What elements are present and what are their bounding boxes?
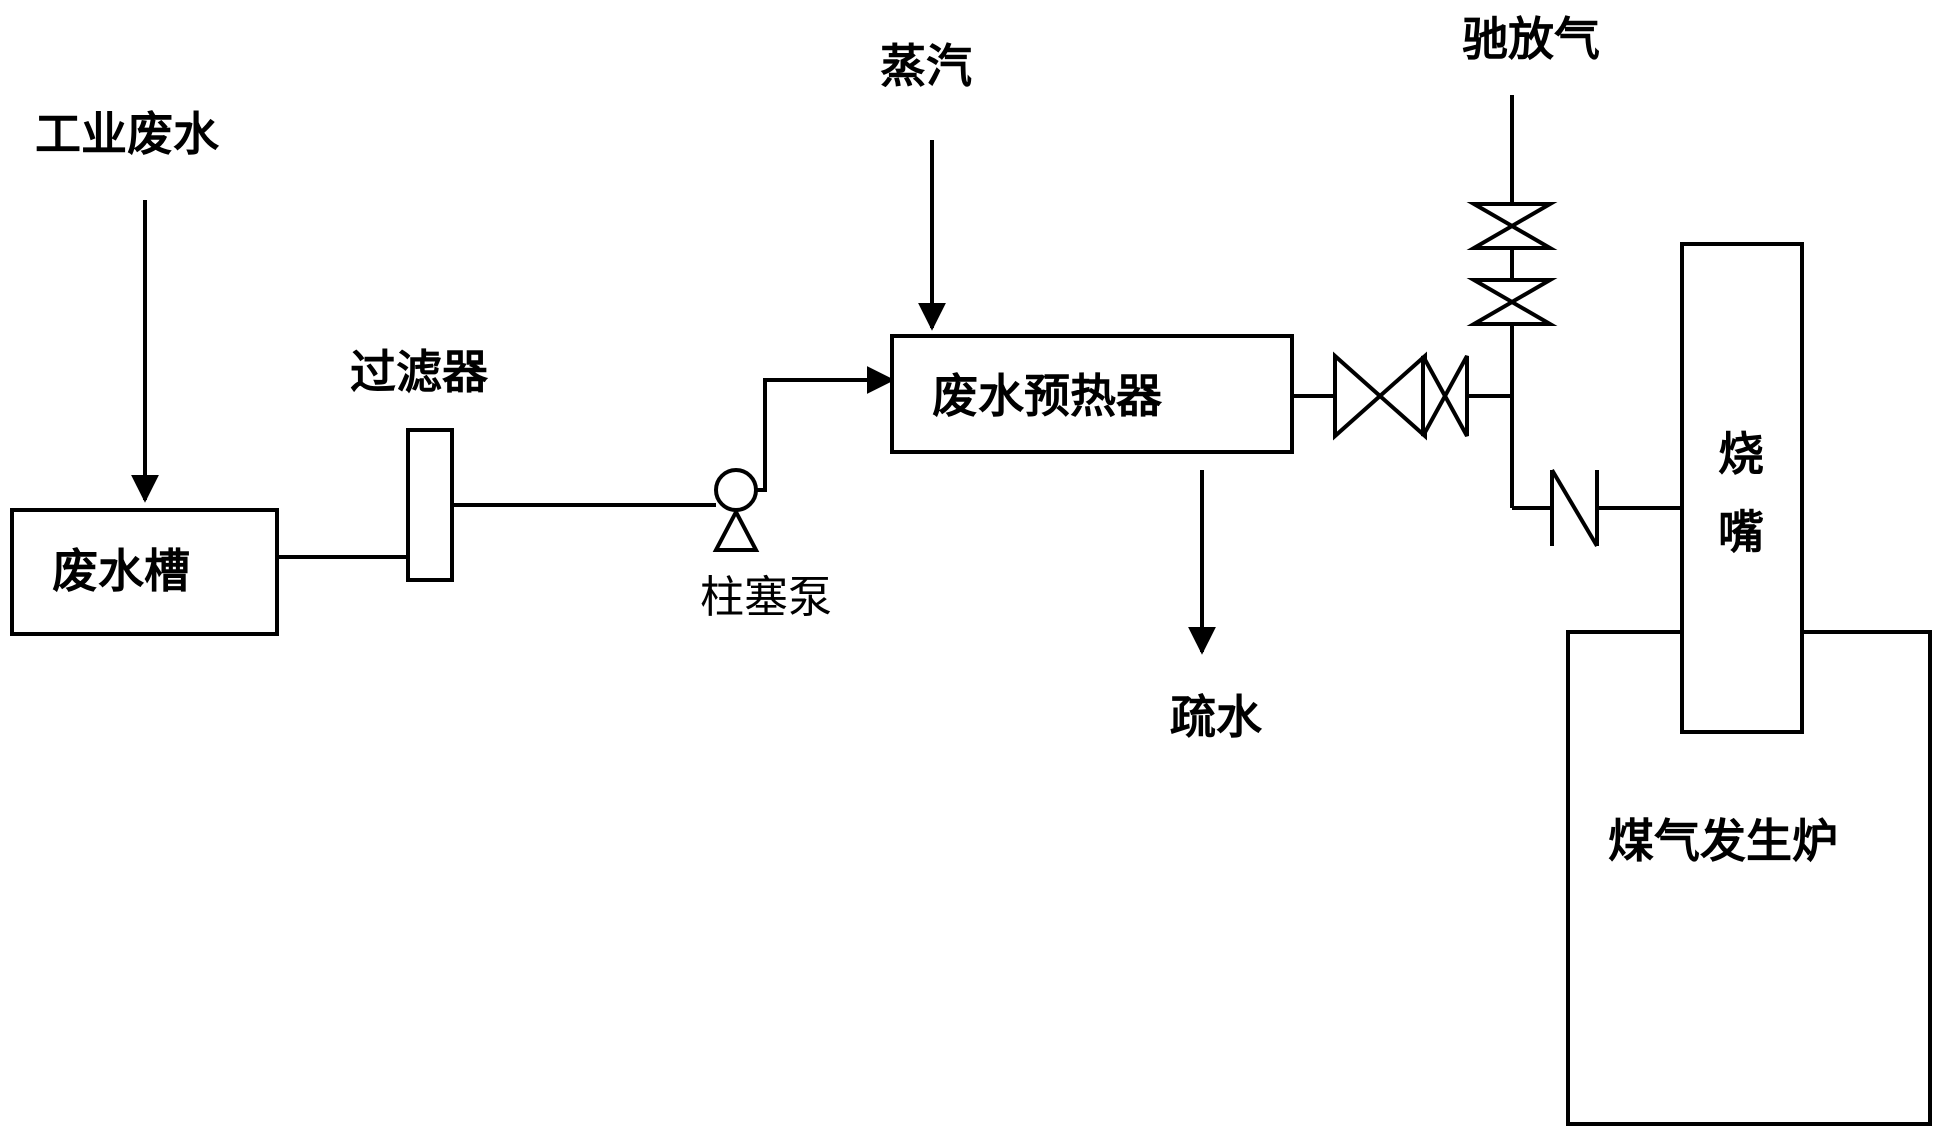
check-valve: [1550, 468, 1599, 548]
wastewater-tank-label: 废水槽: [52, 544, 190, 598]
gate-valve-1: [1333, 351, 1427, 441]
preheater-label: 废水预热器: [932, 369, 1163, 423]
plunger-pump: [714, 468, 758, 512]
wastewater-preheater: [890, 334, 1294, 454]
wastewater-tank: [10, 508, 279, 636]
filter-label: 过滤器: [350, 345, 489, 399]
vent-gas-label: 驰放气: [1462, 12, 1600, 66]
gasifier-label: 煤气发生炉: [1608, 814, 1838, 868]
gate-valve-2: [1421, 355, 1469, 437]
filter: [406, 428, 454, 582]
steam-label: 蒸汽: [880, 39, 972, 93]
pump-to-preheater-pipe: [756, 366, 895, 492]
burner-label-2: 嘴: [1718, 505, 1764, 559]
vent-gate-valve-2: [1466, 278, 1558, 326]
vent-gate-valve-1: [1466, 202, 1558, 250]
burner-label-1: 烧: [1718, 427, 1764, 481]
plunger-pump-label: 柱塞泵: [700, 572, 832, 623]
industrial-wastewater-label: 工业废水: [35, 107, 220, 161]
pump-base-icon: [712, 507, 760, 552]
drain-water-label: 疏水: [1170, 690, 1263, 744]
burner: [1680, 242, 1804, 734]
coal-gasifier: [1566, 630, 1932, 1126]
